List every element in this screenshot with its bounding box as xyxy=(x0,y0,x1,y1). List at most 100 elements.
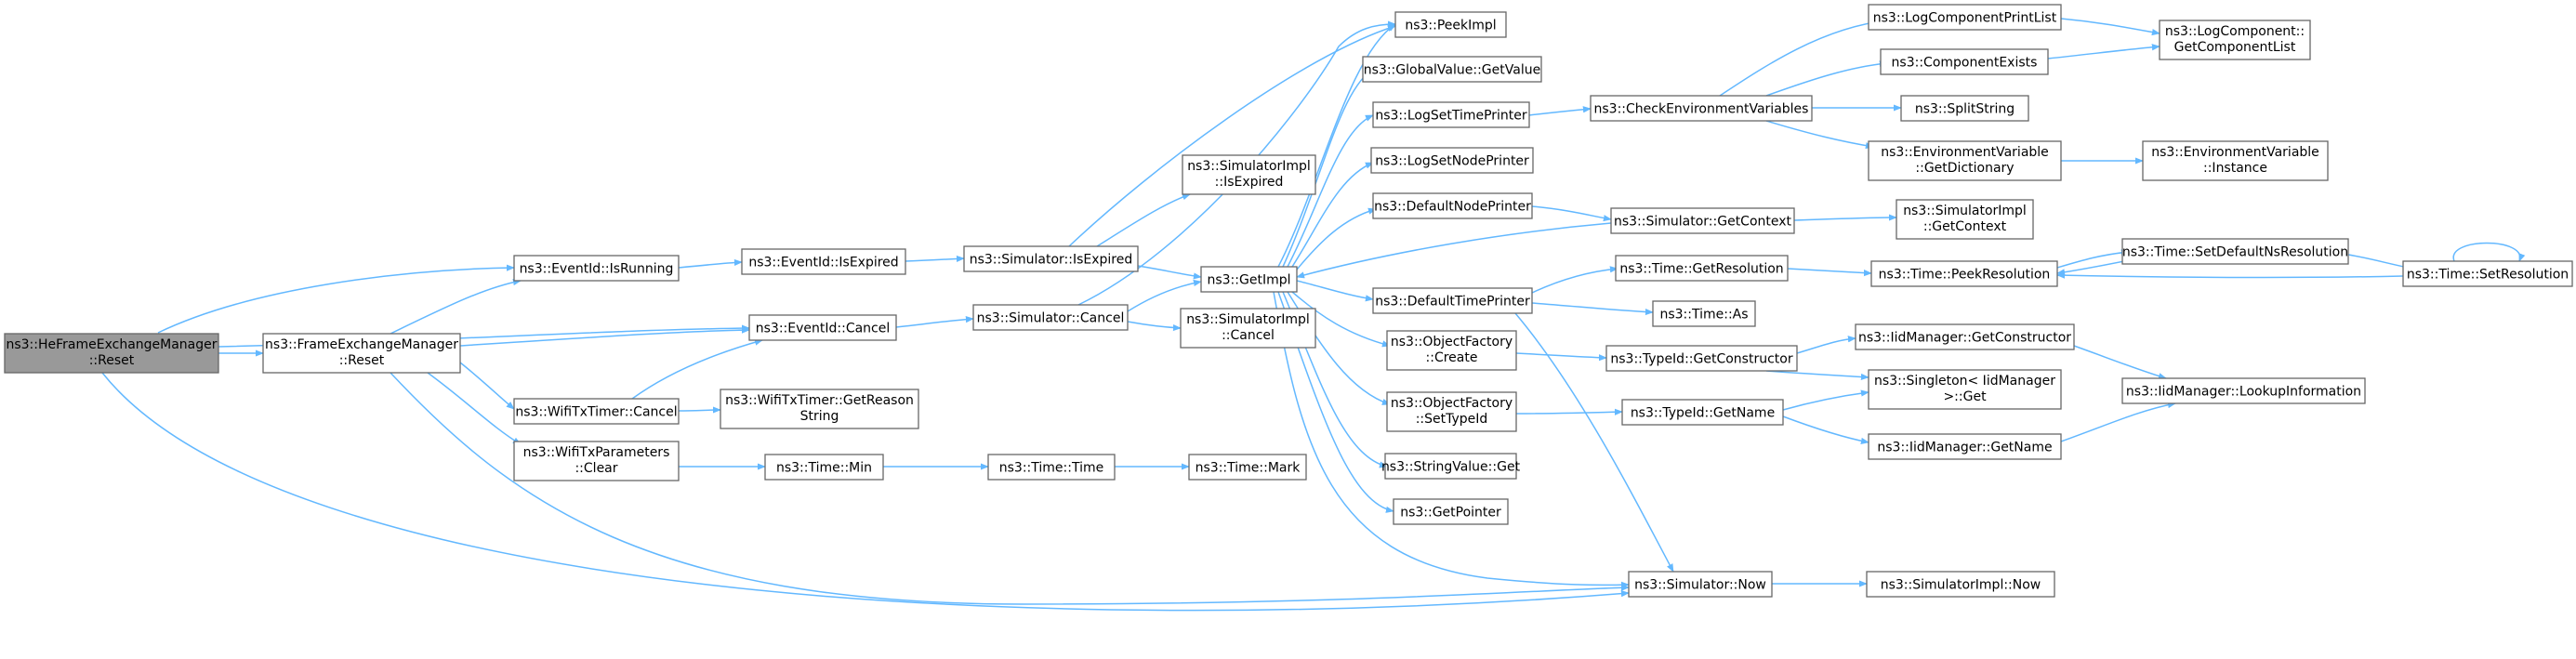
node-box xyxy=(262,333,461,374)
node-wtt-cancel[interactable]: ns3::WifiTxTimer::Cancel xyxy=(513,398,680,425)
node-time-peekres[interactable]: ns3::Time::PeekResolution xyxy=(1870,260,2058,287)
edge-defaulttimeprinter-to-sim_now xyxy=(1514,312,1674,573)
node-iid-getconstructor[interactable]: ns3::IidManager::GetConstructor xyxy=(1855,323,2075,350)
edge-line xyxy=(1765,60,1888,97)
node-sim-isexpired[interactable]: ns3::Simulator::IsExpired xyxy=(963,245,1139,272)
node-getpointer[interactable]: ns3::GetPointer xyxy=(1393,498,1509,525)
node-splitstring[interactable]: ns3::SplitString xyxy=(1900,95,2029,122)
node-label-line: ns3::LogSetNodePrinter xyxy=(1375,154,1529,169)
node-sim-getcontext[interactable]: ns3::Simulator::GetContext xyxy=(1610,207,1795,234)
node-sim-cancel[interactable]: ns3::Simulator::Cancel xyxy=(972,304,1129,331)
edge-line xyxy=(1793,214,1897,221)
edge-line xyxy=(1127,321,1182,332)
node-time-min[interactable]: ns3::Time::Min xyxy=(764,454,884,481)
node-iid-lookupinfo[interactable]: ns3::IidManager::LookupInformation xyxy=(2121,377,2366,404)
edge-getimpl-to-sim_now xyxy=(1273,291,1630,588)
node-label-line: ns3::EnvironmentVariable xyxy=(1881,145,2049,160)
node-getimpl[interactable]: ns3::GetImpl xyxy=(1200,266,1298,293)
edge-line xyxy=(2047,44,2160,59)
node-box xyxy=(1386,391,1517,432)
node-box xyxy=(1200,266,1298,293)
node-time-setdefaultnsres[interactable]: ns3::Time::SetDefaultNsResolution xyxy=(2121,238,2349,265)
edge-tid_getconstructor-to-iid_getconstructor xyxy=(1796,336,1856,354)
node-label-line: ns3::ObjectFactory xyxy=(1391,335,1513,349)
edge-defaulttimeprinter-to-time_getres xyxy=(1531,266,1618,294)
node-wtp-clear[interactable]: ns3::WifiTxParameters::Clear xyxy=(513,441,680,481)
node-box xyxy=(748,314,897,341)
node-label-line: ns3::PeekImpl xyxy=(1405,19,1496,33)
node-box xyxy=(513,398,680,425)
edge-line xyxy=(1787,268,1872,277)
node-box xyxy=(513,441,680,481)
edge-line xyxy=(1782,415,1869,444)
edge-eid_isexpired-to-sim_isexpired xyxy=(905,255,965,263)
node-time-time[interactable]: ns3::Time::Time xyxy=(987,454,1116,481)
node-singleton-get[interactable]: ns3::Singleton< IidManager >::Get xyxy=(1868,369,2062,410)
node-peekimpl[interactable]: ns3::PeekImpl xyxy=(1394,11,1507,38)
edge-line xyxy=(2060,18,2160,36)
node-label-line: ::GetContext xyxy=(1923,219,2007,234)
node-sim-now[interactable]: ns3::Simulator::Now xyxy=(1628,571,1773,598)
node-eid-isexpired[interactable]: ns3::EventId::IsExpired xyxy=(741,248,906,275)
node-gv-getvalue[interactable]: ns3::GlobalValue::GetValue xyxy=(1362,56,1542,83)
node-eid-cancel[interactable]: ns3::EventId::Cancel xyxy=(748,314,897,341)
edge-tid_getname-to-iid_getname xyxy=(1782,415,1869,444)
node-label-line: ns3::IidManager::LookupInformation xyxy=(2126,385,2361,400)
node-box xyxy=(1362,56,1542,83)
edge-iid_getname-to-iid_lookupinfo xyxy=(2060,402,2176,442)
node-componentexists[interactable]: ns3::ComponentExists xyxy=(1880,48,2049,75)
edge-line xyxy=(390,279,522,335)
node-time-setres[interactable]: ns3::Time::SetResolution xyxy=(2402,260,2573,287)
node-envvar-instance[interactable]: ns3::EnvironmentVariable::Instance xyxy=(2142,140,2329,181)
node-defaultnodeprinter[interactable]: ns3::DefaultNodePrinter xyxy=(1372,192,1533,219)
node-label-line: >::Get xyxy=(1943,389,1987,404)
node-logcomponentprintlist[interactable]: ns3::LogComponentPrintList xyxy=(1868,4,2062,31)
edge-line xyxy=(1296,222,1612,279)
node-label-line: ns3::LogComponentPrintList xyxy=(1873,11,2057,26)
node-fem-reset[interactable]: ns3::FrameExchangeManager::Reset xyxy=(262,333,461,374)
edge-line xyxy=(1277,23,1396,268)
edge-fem_reset-to-eid_isrunning xyxy=(390,279,522,335)
node-box xyxy=(1384,453,1517,480)
node-box xyxy=(741,248,906,275)
node-logsetnodeprinter[interactable]: ns3::LogSetNodePrinter xyxy=(1370,147,1534,174)
node-label-line: ::Reset xyxy=(89,353,135,368)
edge-line xyxy=(1296,280,1374,302)
edge-line xyxy=(1782,389,1869,411)
node-time-as[interactable]: ns3::Time::As xyxy=(1652,300,1756,327)
node-checkenv[interactable]: ns3::CheckEnvironmentVariables xyxy=(1590,95,1813,122)
node-tid-getconstructor[interactable]: ns3::TypeId::GetConstructor xyxy=(1605,345,1798,372)
node-box xyxy=(1590,95,1813,122)
node-label-line: ns3::Simulator::Now xyxy=(1634,578,1766,593)
node-iid-getname[interactable]: ns3::IidManager::GetName xyxy=(1868,433,2062,460)
node-of-create[interactable]: ns3::ObjectFactory::Create xyxy=(1386,330,1517,371)
node-label-line: ::SetTypeId xyxy=(1416,412,1488,427)
node-logsettimeprinter[interactable]: ns3::LogSetTimePrinter xyxy=(1372,101,1530,128)
node-box xyxy=(1372,287,1533,314)
edge-line xyxy=(1719,18,1888,97)
node-box xyxy=(2121,238,2349,265)
node-eid-isrunning[interactable]: ns3::EventId::IsRunning xyxy=(513,255,680,282)
edge-line xyxy=(1077,20,1396,306)
edge-time_getres-to-time_peekres xyxy=(1787,268,1872,277)
node-simimpl-getcontext[interactable]: ns3::SimulatorImpl::GetContext xyxy=(1896,199,2034,240)
node-of-settypeid[interactable]: ns3::ObjectFactory::SetTypeId xyxy=(1386,391,1517,432)
node-sv-get[interactable]: ns3::StringValue::Get xyxy=(1381,453,1521,480)
edge-wtt_cancel-to-eid_cancel xyxy=(631,338,763,400)
node-envvar-getdict[interactable]: ns3::EnvironmentVariable::GetDictionary xyxy=(1868,140,2062,181)
edge-time_setres-to-time_peekres xyxy=(2056,271,2404,279)
node-label-line: ns3::EnvironmentVariable xyxy=(2151,145,2319,160)
node-box xyxy=(1652,300,1756,327)
edge-getimpl-to-logsetnodeprinter xyxy=(1291,162,1374,268)
node-root[interactable]: ns3::HeFrameExchangeManager::Reset xyxy=(4,333,219,374)
node-simimpl-isexpired[interactable]: ns3::SimulatorImpl::IsExpired xyxy=(1182,154,1316,195)
node-logcomponent-getlist[interactable]: ns3::LogComponent::GetComponentList xyxy=(2159,20,2311,60)
node-label-line: ns3::SimulatorImpl xyxy=(1186,312,1310,327)
node-defaulttimeprinter[interactable]: ns3::DefaultTimePrinter xyxy=(1372,287,1533,314)
node-time-getres[interactable]: ns3::Time::GetResolution xyxy=(1615,255,1789,282)
node-simimpl-cancel[interactable]: ns3::SimulatorImpl::Cancel xyxy=(1180,308,1316,349)
node-time-mark[interactable]: ns3::Time::Mark xyxy=(1188,454,1307,481)
node-simimpl-now[interactable]: ns3::SimulatorImpl::Now xyxy=(1866,571,2055,598)
node-tid-getname[interactable]: ns3::TypeId::GetName xyxy=(1621,399,1784,426)
